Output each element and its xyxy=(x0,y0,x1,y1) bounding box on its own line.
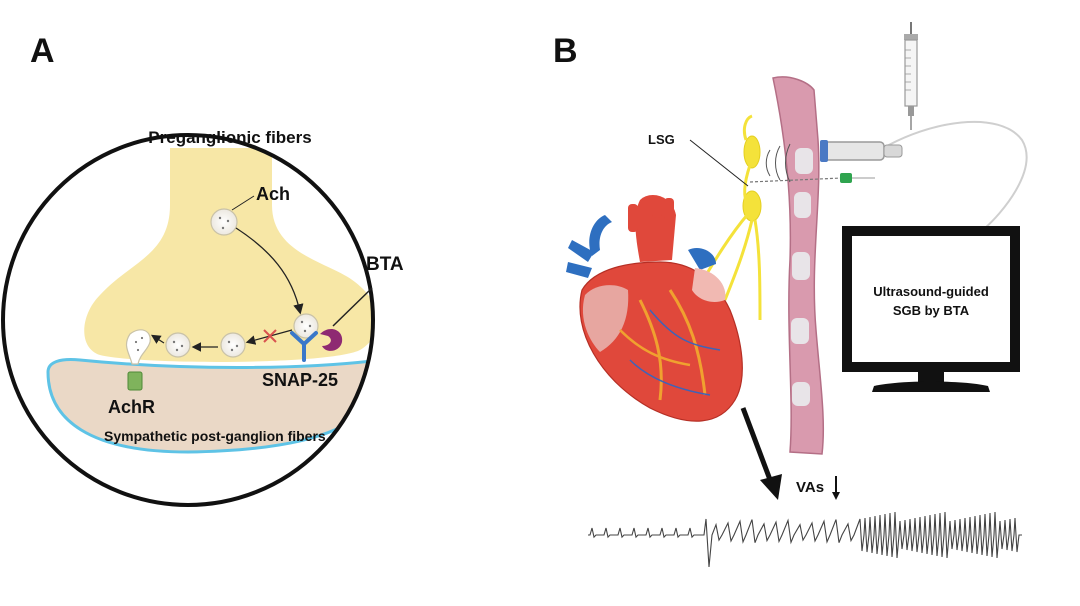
panel-b: B xyxy=(553,22,1028,568)
releasing-vesicle xyxy=(125,329,151,365)
achr-label: AchR xyxy=(108,397,155,417)
vesicle xyxy=(293,313,319,339)
lsg-label: LSG xyxy=(648,132,675,147)
synapse-circle-outline xyxy=(1,133,375,507)
monitor-text-line2: SGB by BTA xyxy=(893,303,970,318)
vesicle xyxy=(210,208,238,236)
snap25-label: SNAP-25 xyxy=(262,370,338,390)
stellate-ganglion xyxy=(742,114,762,222)
release-arrow xyxy=(150,334,165,344)
preganglionic-label: Preganglionic fibers xyxy=(148,128,311,147)
ach-label: Ach xyxy=(256,184,290,204)
ach-path-arrow xyxy=(235,227,304,315)
synapse-circle-content xyxy=(46,148,373,454)
heart-icon xyxy=(566,195,743,422)
bta-toxin-icon xyxy=(320,328,343,351)
needle xyxy=(749,177,843,183)
panel-a: A Preganglionic fibers xyxy=(1,32,404,507)
monitor-text-line1: Ultrasound-guided xyxy=(873,284,989,299)
infusion-tube xyxy=(879,120,1028,229)
panel-a-letter: A xyxy=(30,32,55,70)
ecg-trace xyxy=(588,511,1022,568)
syringe-icon xyxy=(904,22,918,130)
block-x-icon xyxy=(263,329,277,343)
postganglion-label: Sympathetic post-ganglion fibers xyxy=(104,428,326,444)
bta-leader-line xyxy=(332,287,373,327)
vessel-plaques xyxy=(791,148,813,406)
vas-down-arrow-icon xyxy=(832,476,840,500)
snap25-receptor-icon xyxy=(290,331,318,362)
ultrasound-waves xyxy=(765,143,791,183)
achr-receptor-icon xyxy=(127,371,143,391)
vesicle xyxy=(165,332,191,358)
vas-label: VAs xyxy=(796,479,824,496)
bta-label: BTA xyxy=(366,254,404,275)
effect-arrow xyxy=(740,407,782,500)
needle-hub-icon xyxy=(840,173,852,183)
panel-b-letter: B xyxy=(553,32,578,70)
ultrasound-probe-icon xyxy=(820,140,903,162)
lsg-leader-line xyxy=(689,139,749,187)
vesicle xyxy=(220,332,246,358)
presynaptic-terminal xyxy=(84,148,373,362)
ach-leader-line xyxy=(231,195,255,211)
ultrasound-monitor: Ultrasound-guided SGB by BTA xyxy=(842,226,1020,392)
